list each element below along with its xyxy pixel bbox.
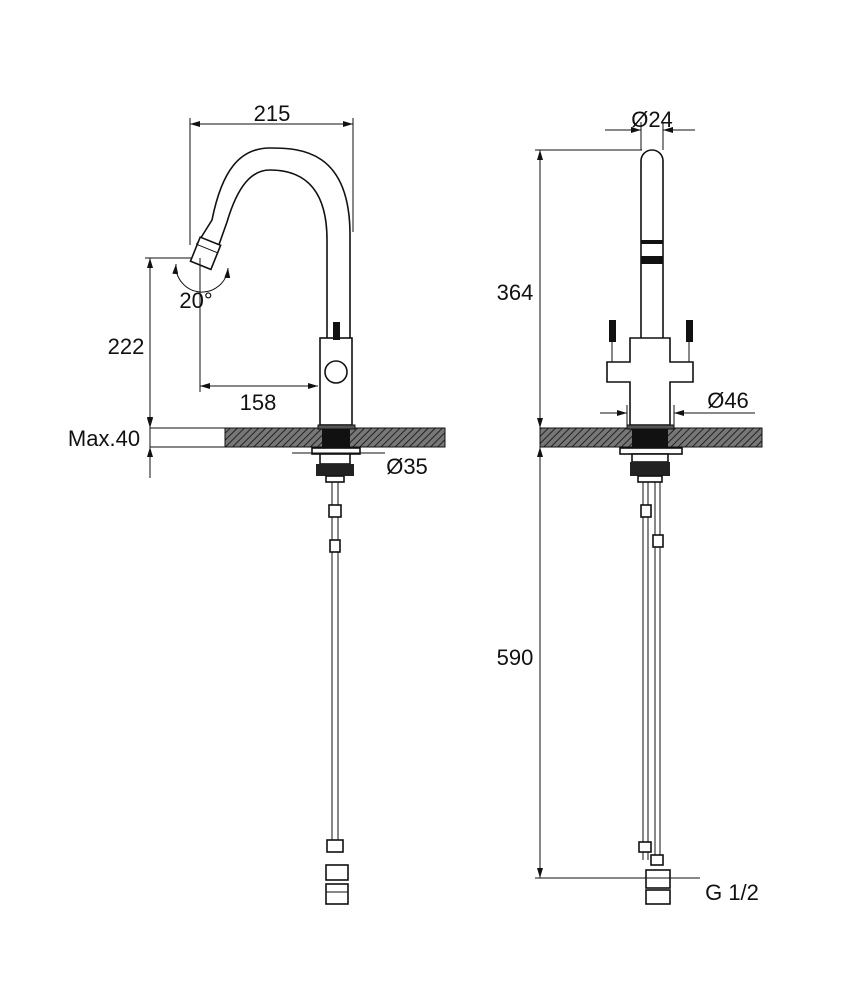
dim-spout-offset: 158 — [240, 390, 277, 415]
dim-height: 364 — [497, 280, 534, 305]
side-view: 215 222 20° 158 Max.40 Ø35 — [68, 101, 446, 905]
hose-fitting — [645, 869, 671, 889]
dim-max-counter: Max.40 — [68, 426, 140, 451]
lever-handle — [333, 322, 340, 340]
dim-mounting-hole: Ø35 — [386, 454, 428, 479]
hose-fitting — [326, 839, 344, 853]
dim-spout-diameter: Ø24 — [631, 107, 673, 132]
dim-spout-reach: 215 — [254, 101, 291, 126]
front-view: Ø24 364 Ø46 590 G 1/2 — [497, 107, 763, 905]
dim-swivel-angle: 20° — [179, 288, 212, 313]
faucet-body — [606, 337, 694, 426]
handle-left — [609, 320, 616, 342]
dim-spout-height: 222 — [108, 334, 145, 359]
dim-connection-thread: G 1/2 — [705, 880, 759, 905]
dim-hose-length: 590 — [497, 645, 534, 670]
handle-right — [686, 320, 693, 342]
dim-base-diameter: Ø46 — [707, 388, 749, 413]
countertop-section-blank — [149, 427, 226, 448]
lever-pivot — [324, 360, 348, 384]
spout — [195, 147, 351, 338]
spout — [640, 149, 664, 340]
